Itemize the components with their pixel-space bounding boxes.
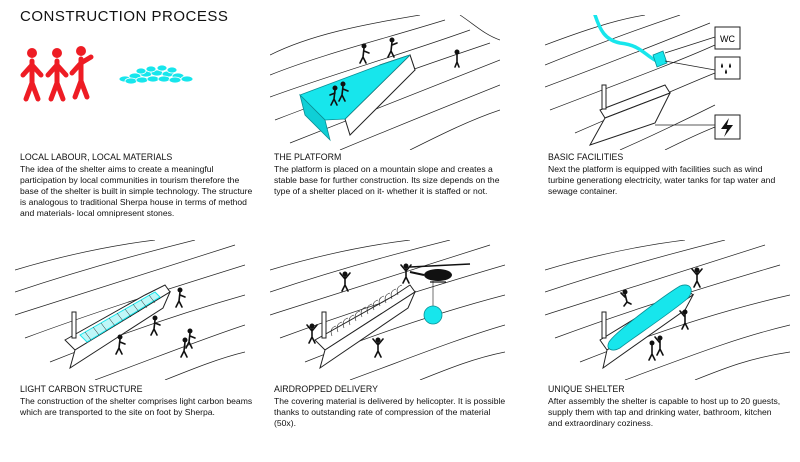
panel-facilities-caption: BASIC FACILITIES Next the platform is eq… xyxy=(548,152,788,197)
panel-platform-caption: THE PLATFORM The platform is placed on a… xyxy=(274,152,514,197)
page-title: CONSTRUCTION PROCESS xyxy=(20,8,229,25)
hiker-icon xyxy=(306,263,412,358)
shelter-body xyxy=(599,284,695,370)
panel-description: The idea of the shelter aims to create a… xyxy=(20,164,253,218)
panel-title: THE PLATFORM xyxy=(274,152,342,162)
shelter-frame xyxy=(314,284,417,370)
people-icon xyxy=(20,46,94,102)
material-bundle xyxy=(423,305,443,325)
hiker-icon xyxy=(620,267,703,361)
panel-local-labour-caption: LOCAL LABOUR, LOCAL MATERIALS The idea o… xyxy=(20,152,260,219)
panel-unique-shelter-caption: UNIQUE SHELTER After assembly the shelte… xyxy=(548,384,788,429)
panel-description: After assembly the shelter is capable to… xyxy=(548,396,781,428)
panel-title: AIRDROPPED DELIVERY xyxy=(274,384,378,394)
helicopter-icon xyxy=(409,263,471,307)
panel-carbon-structure-illustration xyxy=(15,240,245,380)
stones-icon xyxy=(118,64,194,85)
panel-description: The covering material is delivered by he… xyxy=(274,396,506,428)
panel-unique-shelter-illustration xyxy=(545,240,790,380)
water-pipe xyxy=(593,15,657,62)
panel-airdrop-illustration xyxy=(270,240,505,380)
panel-description: The platform is placed on a mountain slo… xyxy=(274,164,500,196)
panel-description: Next the platform is equipped with facil… xyxy=(548,164,776,196)
terrain-contours xyxy=(545,15,716,150)
panel-facilities-illustration: WC xyxy=(545,15,741,150)
panel-title: UNIQUE SHELTER xyxy=(548,384,625,394)
panel-airdrop-caption: AIRDROPPED DELIVERY The covering materia… xyxy=(274,384,514,429)
panel-title: BASIC FACILITIES xyxy=(548,152,624,162)
panel-platform-illustration xyxy=(270,15,500,150)
facility-block xyxy=(588,50,672,146)
panel-local-labour-illustration xyxy=(20,46,194,102)
panel-carbon-structure-caption: LIGHT CARBON STRUCTURE The construction … xyxy=(20,384,260,418)
hiker-icon xyxy=(115,287,196,358)
platform-block xyxy=(299,54,416,142)
lightning-icon xyxy=(714,114,741,140)
shelter-frame xyxy=(64,284,172,370)
hiker-icon xyxy=(329,37,460,106)
panel-title: LOCAL LABOUR, LOCAL MATERIALS xyxy=(20,152,173,162)
wc-icon: WC xyxy=(714,26,741,50)
panel-title: LIGHT CARBON STRUCTURE xyxy=(20,384,143,394)
panel-description: The construction of the shelter comprise… xyxy=(20,396,253,417)
water-drops-icon xyxy=(714,56,741,80)
wc-label: WC xyxy=(720,34,735,44)
